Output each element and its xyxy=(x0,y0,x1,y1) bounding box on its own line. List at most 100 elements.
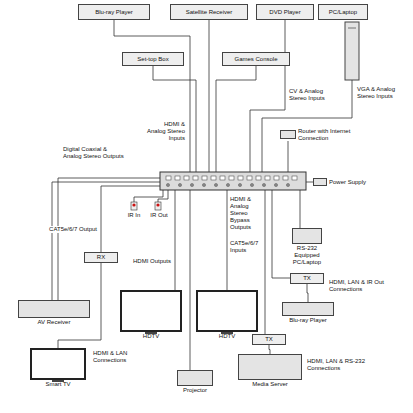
switcher-port xyxy=(166,176,171,180)
cable xyxy=(134,190,163,202)
pc-drive xyxy=(348,28,356,29)
label-anchor: HDMI, LAN & IR Out Connections xyxy=(328,279,402,293)
device-body xyxy=(18,300,90,318)
device-box: PC/Laptop xyxy=(318,4,368,20)
connection-note: CAT5e/6/7 Inputs xyxy=(229,240,263,254)
device-node: Media Server xyxy=(238,354,302,388)
device-label: RS-232 Equipped PC/Laptop xyxy=(292,245,322,266)
label-anchor: CAT5e/6/7 Inputs xyxy=(229,240,263,254)
connector-layer xyxy=(58,263,308,354)
device-body xyxy=(313,178,327,186)
device-label: TX xyxy=(303,275,311,282)
device-body xyxy=(177,370,213,386)
switcher-port xyxy=(220,176,225,180)
cable xyxy=(227,190,228,290)
label-anchor: HDMI, LAN & RS-232 Connections xyxy=(306,358,372,372)
switcher-jack xyxy=(202,183,205,186)
device-label: AV Receiver xyxy=(38,319,71,326)
screen-body xyxy=(120,290,182,332)
cable xyxy=(306,182,313,183)
device-body xyxy=(280,130,296,139)
switcher-port xyxy=(184,176,189,180)
device-label: HDTV xyxy=(143,333,159,340)
connection-note: HDMI & Analog Stereo Inputs xyxy=(144,121,186,142)
device-body xyxy=(238,354,302,380)
cable xyxy=(175,190,176,290)
switcher-jack xyxy=(274,183,277,186)
connection-note: IR Out xyxy=(149,212,168,219)
label-anchor: CAT5e/6/7 Output xyxy=(38,226,98,233)
switcher-jack xyxy=(178,183,181,186)
device-label: Blu-ray Player xyxy=(95,9,133,16)
device-box: Games Console xyxy=(222,52,290,66)
switcher-port xyxy=(211,176,216,180)
cable xyxy=(209,20,210,172)
switcher-jack xyxy=(286,183,289,186)
device-node: RS-232 Equipped PC/Laptop xyxy=(292,228,322,266)
device-box: DVD Player xyxy=(256,4,314,20)
device-node: Smart TV xyxy=(30,348,86,388)
device-node: Blu-ray Player xyxy=(282,302,334,324)
screen-body xyxy=(196,290,258,332)
label-anchor: HDMI & Analog Stereo Inputs xyxy=(144,121,186,142)
label-anchor: IR Out xyxy=(147,212,171,219)
switcher-port xyxy=(247,176,252,180)
pc-tower xyxy=(345,22,359,80)
ir-out-emitter xyxy=(155,202,161,210)
device-label: Games Console xyxy=(234,56,277,63)
illustration xyxy=(52,20,359,382)
switcher-jack xyxy=(226,183,229,186)
device-label: Projector xyxy=(183,387,207,394)
switcher-port xyxy=(193,176,198,180)
device-box: Blu-ray Player xyxy=(78,4,150,20)
switcher-jack xyxy=(190,183,193,186)
device-label: TX xyxy=(265,336,273,343)
device-label: Router with Internet Connection xyxy=(298,128,358,142)
cable-connector xyxy=(307,284,308,302)
connection-note: HDMI, LAN & RS-232 Connections xyxy=(306,358,372,372)
cable xyxy=(190,190,191,370)
device-node: Projector xyxy=(177,370,213,394)
device-label: PC/Laptop xyxy=(329,9,357,16)
switcher-port xyxy=(202,176,207,180)
device-label: DVD Player xyxy=(269,9,300,16)
device-body xyxy=(282,302,334,316)
device-node: AV Receiver xyxy=(18,300,90,326)
switcher-port xyxy=(175,176,180,180)
connection-note: HDMI, LAN & IR Out Connections xyxy=(328,279,402,293)
cable xyxy=(153,66,196,172)
switcher-jack xyxy=(238,183,241,186)
switcher-port xyxy=(292,176,297,180)
switcher-port xyxy=(238,176,243,180)
device-label: Set-top Box xyxy=(137,56,168,63)
device-box: TX xyxy=(252,334,286,345)
label-anchor: IR In xyxy=(124,212,144,219)
device-label: Smart TV xyxy=(45,381,70,388)
cable xyxy=(158,190,168,202)
device-body xyxy=(292,228,322,244)
device-node: HDTV xyxy=(120,290,182,340)
device-label: Satellite Receiver xyxy=(186,9,233,16)
ir-in-eye xyxy=(132,203,135,206)
device-box: TX xyxy=(290,273,324,284)
connection-note: HDMI Outputs xyxy=(132,258,172,265)
label-anchor: Digital Coaxial & Analog Stereo Outputs xyxy=(62,146,126,160)
connection-note: CV & Analog Stereo Inputs xyxy=(288,88,342,102)
ir-out-eye xyxy=(156,203,159,206)
switcher-jack xyxy=(250,183,253,186)
switcher-port xyxy=(265,176,270,180)
device-box: Set-top Box xyxy=(122,52,184,66)
device-node: Router with Internet Connection xyxy=(280,128,358,142)
device-label: Power Supply xyxy=(329,179,366,186)
cable xyxy=(250,20,285,172)
label-anchor: HDMI & Analog Stereo Bypass Outputs xyxy=(229,196,263,230)
ir-in-sensor xyxy=(131,202,137,210)
connection-note: CAT5e/6/7 Output xyxy=(48,226,98,233)
label-anchor: VGA & Analog Stereo Inputs xyxy=(356,86,410,100)
switcher-jack xyxy=(262,183,265,186)
screen-body xyxy=(30,348,86,380)
switcher-port xyxy=(229,176,234,180)
switcher-port xyxy=(256,176,261,180)
